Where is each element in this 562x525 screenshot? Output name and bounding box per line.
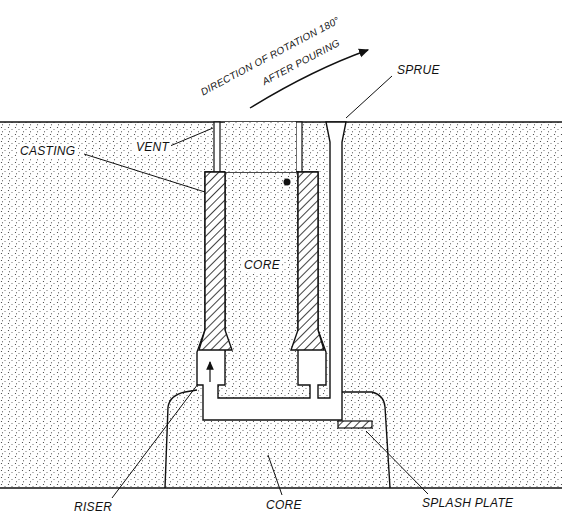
part-label: CASTING [18,144,77,159]
leader-line [170,128,213,146]
leader-line [112,384,198,498]
mold-sand [0,122,562,488]
vent-channel [214,122,220,172]
leader-line [268,455,282,495]
lower-core-outline [165,390,197,488]
part-label: CORE [242,258,282,273]
part-label: SPRUE [395,63,442,78]
part-label: VENT [134,140,171,155]
core-print [225,122,296,172]
lower-core-outline [342,392,390,488]
part-label: CORE [264,498,304,513]
part-label: RISER [72,500,114,515]
flow-arrow [209,362,210,382]
splash-plate [338,421,372,428]
mold-cavity [197,122,346,420]
part-label: SPLASH PLATE [420,496,515,511]
leader-line [346,76,392,118]
core [218,172,310,398]
casting-wall [199,172,232,350]
casting-wall [291,172,324,350]
leader-line [84,154,205,192]
leader-line [366,431,428,494]
vent-channel [296,122,302,172]
leader-lines [84,76,428,498]
core-dot [284,179,291,186]
mold-bottom-line [0,487,562,489]
